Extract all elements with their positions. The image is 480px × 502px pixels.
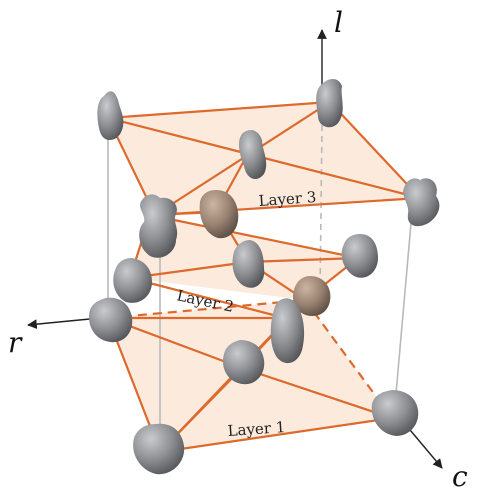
axis-r-line [27, 317, 101, 330]
particle-highlighted [292, 276, 331, 316]
layer-2-dashed-edge [107, 298, 306, 320]
particle [222, 340, 265, 385]
particle [270, 298, 305, 364]
particles [88, 79, 440, 475]
particle [97, 91, 124, 141]
particle [139, 194, 178, 258]
vertical-edges [107, 124, 413, 440]
particle [113, 258, 152, 303]
particle-highlighted [199, 190, 239, 239]
layer-3-label: Layer 3 [258, 188, 317, 210]
layer-2-edge [247, 256, 359, 264]
particle [371, 390, 419, 436]
particle [341, 234, 378, 278]
vertical-edge-right [394, 211, 413, 406]
particle [403, 178, 440, 227]
layer-1-label: Layer 1 [227, 418, 286, 440]
layer-1-edge [241, 366, 393, 420]
particle [316, 79, 343, 128]
axis-c-label: c [452, 460, 468, 493]
axis-r-label: r [8, 326, 23, 359]
axis-l-label: l [334, 6, 343, 39]
particle [232, 240, 265, 288]
particle [133, 423, 185, 475]
particle [88, 297, 133, 343]
layer-2-edge [149, 213, 359, 260]
particle [238, 130, 267, 180]
layer-2-edge [129, 276, 286, 320]
